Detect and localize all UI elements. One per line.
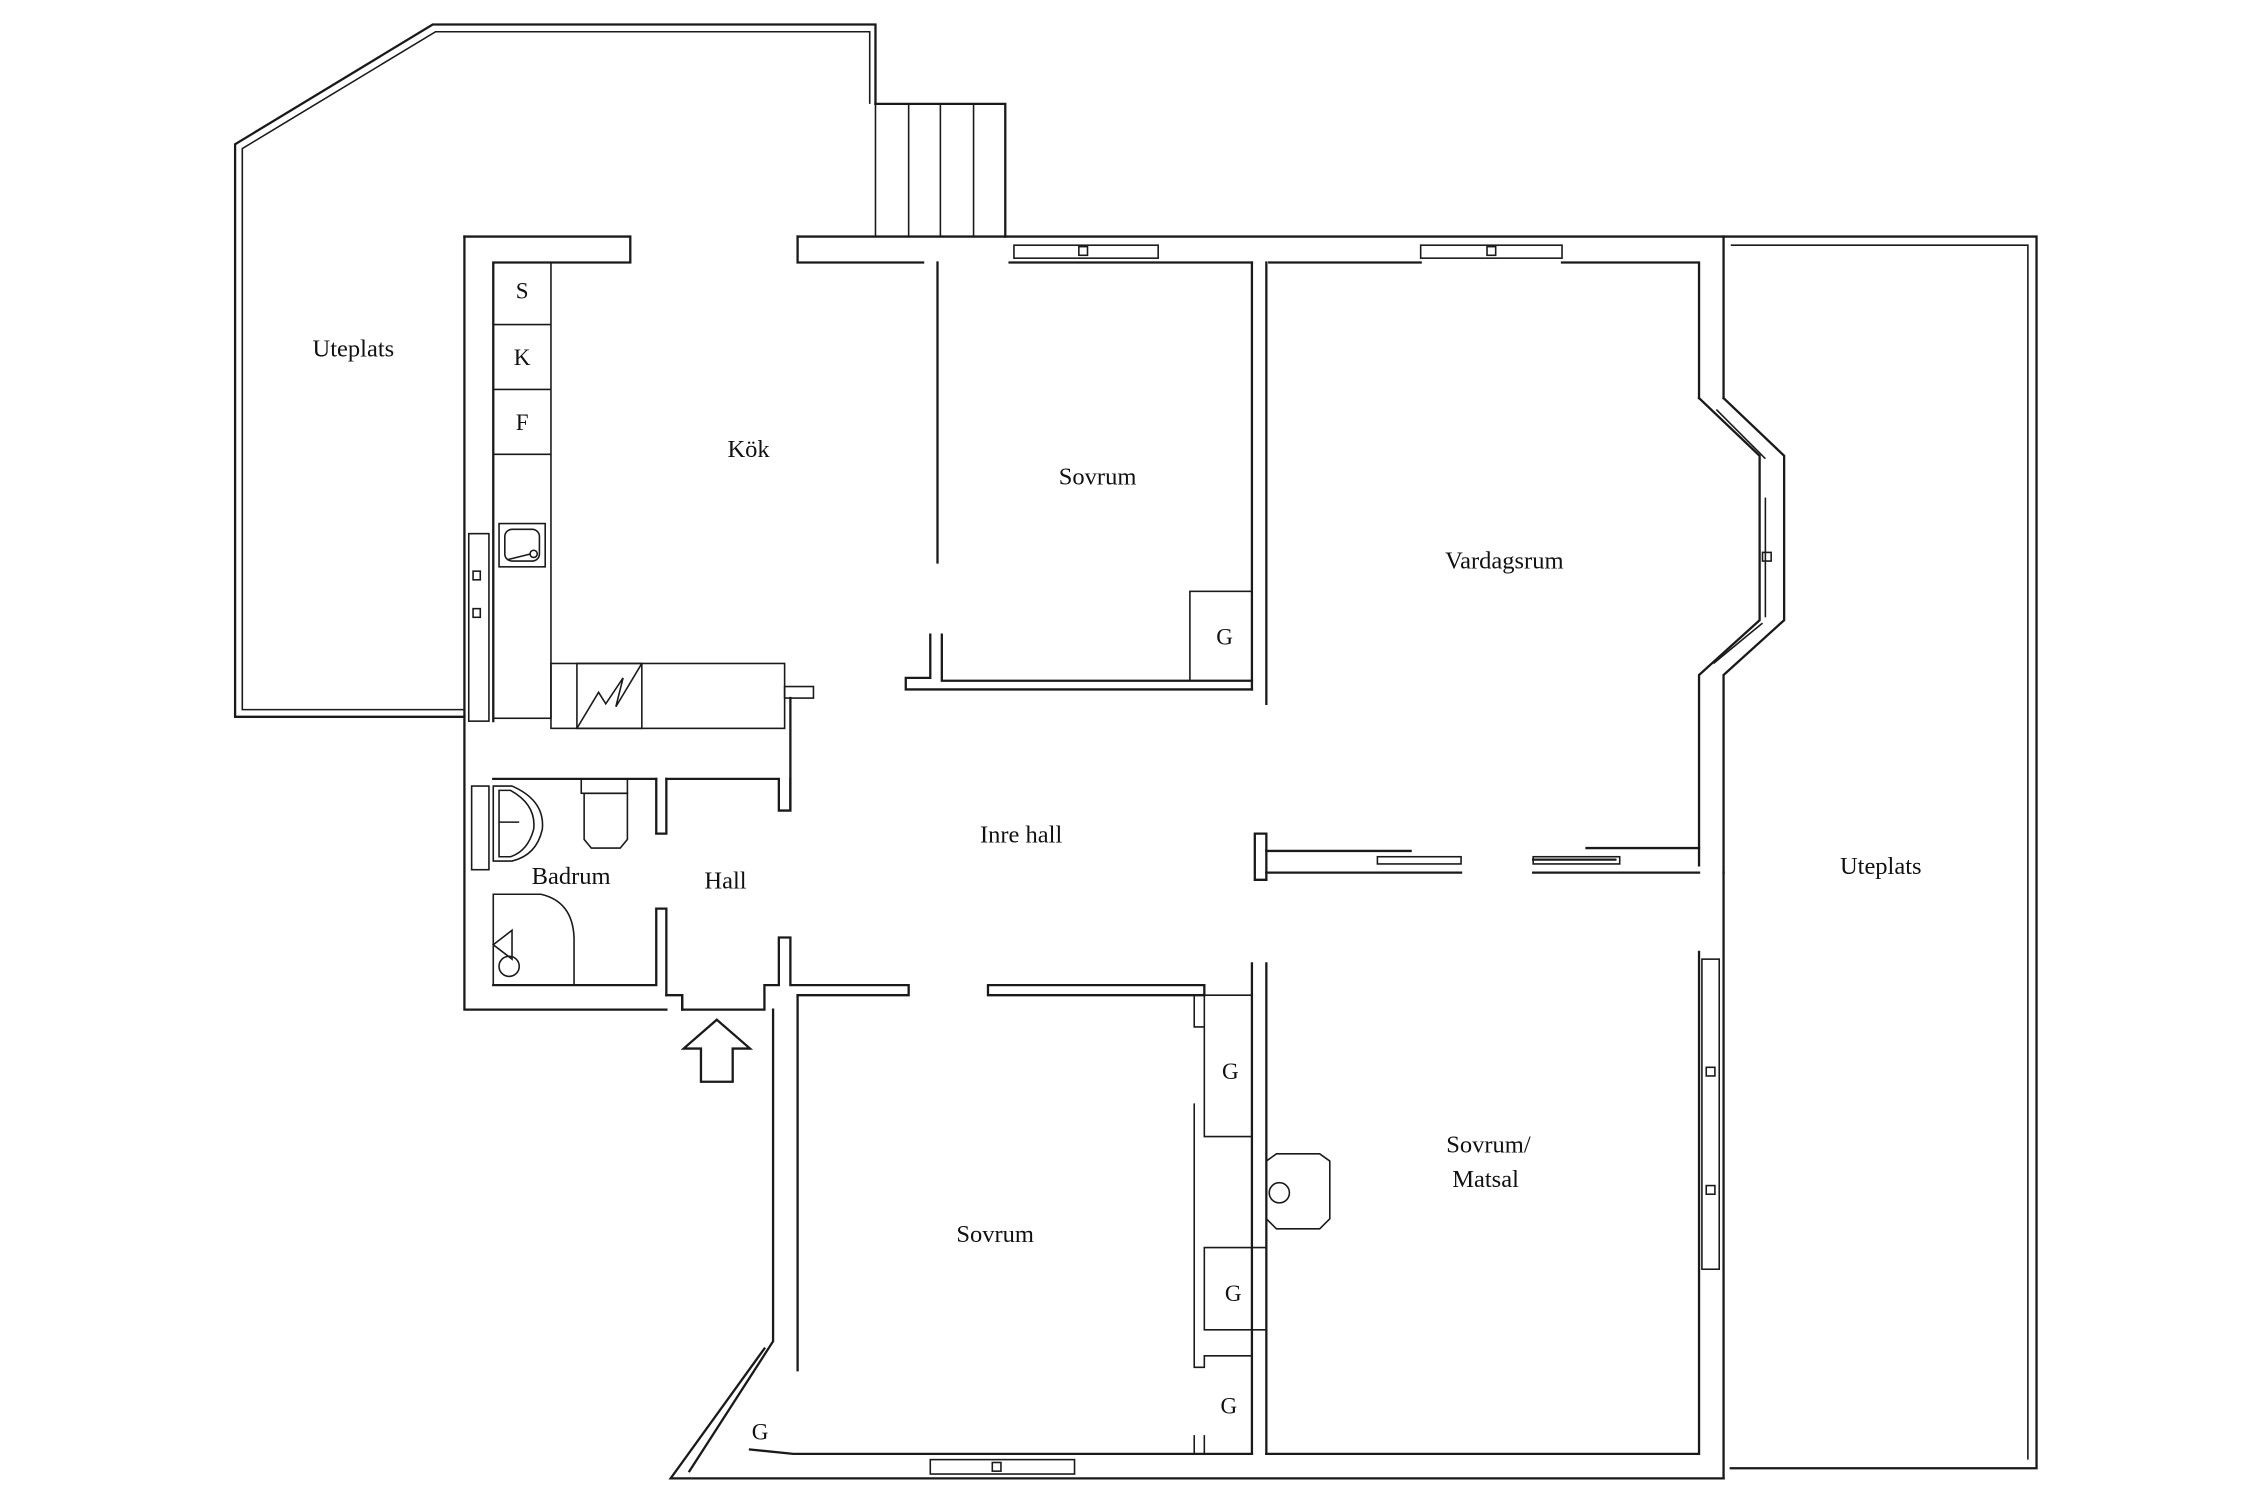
room-labels: Uteplats Kök Sovrum Vardagsrum Uteplats … [313,278,1922,1445]
terrace-left [233,23,877,718]
label-hall: Hall [704,867,746,894]
label-sovrum-matsal-1: Sovrum/ [1446,1131,1531,1158]
fireplace-icon [576,662,643,730]
label-uteplats-left: Uteplats [313,335,395,362]
closet-top-sovrum [1189,590,1253,682]
label-uteplats-right: Uteplats [1840,853,1922,880]
label-appliance-f: F [516,409,529,435]
exterior-walls [463,235,1786,1480]
interior-walls [492,261,1701,1455]
stairs [874,102,1007,238]
label-sovrum-matsal-2: Matsal [1452,1166,1519,1193]
kitchen-sink-icon [498,522,546,568]
entrance-arrow-icon [680,1018,754,1083]
label-kok: Kök [727,436,770,463]
toilet-icon [580,778,629,849]
terrace-right [1722,235,2038,1470]
label-closet-corner: G [752,1418,769,1444]
label-closet-middle: G [1225,1280,1242,1306]
label-inre-hall: Inre hall [980,821,1062,848]
label-sovrum-top: Sovrum [1059,464,1137,491]
label-closet-top: G [1216,624,1233,650]
label-appliance-s: S [516,278,529,304]
washbasin-icon [492,785,544,862]
tiled-stove-icon [1265,1153,1331,1230]
label-badrum: Badrum [532,863,611,890]
label-vardagsrum: Vardagsrum [1445,547,1563,574]
label-closet-upper: G [1222,1058,1239,1084]
bathroom [470,778,629,986]
closets-lower [1193,994,1268,1454]
label-closet-lower: G [1221,1392,1238,1418]
label-appliance-k: K [514,344,531,370]
label-sovrum-bottom: Sovrum [956,1221,1034,1248]
shower-icon [491,893,575,986]
